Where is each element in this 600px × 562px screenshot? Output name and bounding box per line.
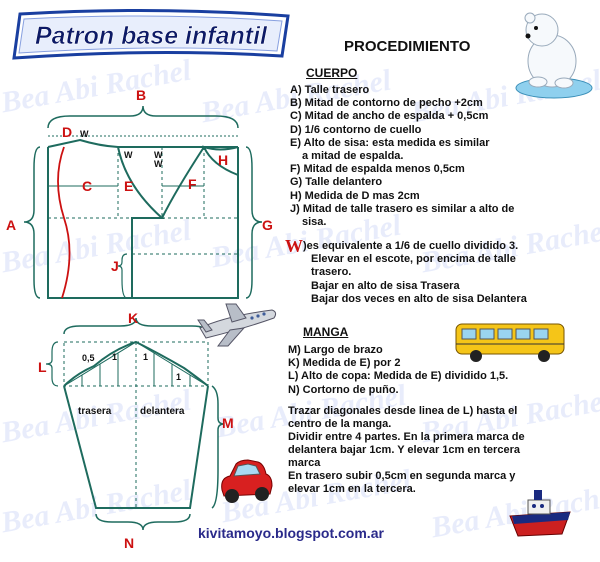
step-item: K) Medida de E) por 2 — [288, 357, 401, 370]
brace-b — [47, 105, 239, 129]
instruction-line: elevar 1cm en la tercera. — [288, 483, 416, 495]
label-g: G — [262, 217, 273, 233]
bodice-outline — [47, 138, 239, 299]
step-item: C) Mitad de ancho de espalda + 0,5cm — [290, 110, 489, 123]
brace-l — [45, 341, 59, 387]
step-item: M) Largo de brazo — [288, 344, 383, 356]
label-b: B — [136, 87, 146, 103]
brace-n — [95, 513, 191, 531]
instruction-line: En trasero subir 0,5cm en segunda marca … — [288, 470, 516, 482]
airplane-icon — [197, 303, 277, 347]
brace-j — [117, 253, 128, 299]
instruction-line: Dividir entre 4 partes. En la primera ma… — [288, 431, 525, 443]
label-l: L — [38, 359, 47, 375]
brace-g — [245, 146, 263, 299]
step-item: Elevar en el escote, por encima de talle — [311, 253, 516, 266]
label-delantera: delantera — [140, 406, 185, 417]
sleeve-marks: 0,5 1 1 1 — [82, 352, 181, 382]
w-mark-neck: W — [80, 129, 89, 139]
label-c: C — [82, 178, 92, 194]
w-mark-front-2: W — [154, 159, 163, 169]
page-title: Patron base infantil — [35, 22, 268, 50]
polar-bear-icon — [515, 12, 593, 99]
label-e: E — [124, 178, 133, 194]
bodice-labels: A B C D E F G H J — [6, 87, 273, 274]
boat-icon — [509, 490, 571, 537]
instruction-line: Trazar diagonales desde linea de L) hast… — [288, 405, 518, 417]
brace-m — [211, 385, 225, 509]
cuerpo-heading: CUERPO — [306, 66, 358, 80]
mark-one: 1 — [112, 352, 117, 362]
step-item: L) Alto de copa: Medida de E) dividido 1… — [288, 370, 509, 383]
step-item: N) Cortorno de puño. — [288, 383, 399, 396]
label-k: K — [128, 310, 138, 326]
step-item: B) Mitad de contorno de pecho +2cm — [290, 97, 483, 110]
manga-heading: MANGA — [303, 325, 349, 339]
instruction-line: centro de la manga. — [288, 418, 392, 430]
brace-k — [63, 317, 209, 335]
step-item: J) Mitad de talle trasero es similar a a… — [290, 202, 515, 215]
instruction-line: marca — [288, 457, 321, 469]
w-mark-front: W — [154, 150, 163, 160]
step-item: H) Medida de D mas 2cm — [290, 189, 420, 202]
sleeve-guides — [63, 341, 209, 508]
mark-one: 1 — [143, 352, 148, 362]
dimension-lines — [48, 135, 238, 254]
label-f: F — [188, 176, 197, 192]
step-item: G) Talle delantero — [290, 176, 383, 189]
label-h: H — [218, 152, 228, 168]
step-item: sisa. — [302, 216, 327, 229]
sleeve-labels: K L M N — [38, 310, 234, 551]
step-item: E) Alto de sisa: esta medida es similar — [290, 136, 490, 149]
cuerpo-steps: A) Talle trasero B) Mitad de contorno de… — [290, 84, 514, 229]
manga-steps: M) Largo de brazo K) Medida de E) por 2 … — [288, 344, 508, 397]
manga-instructions: Trazar diagonales desde linea de L) hast… — [288, 405, 525, 496]
w-marks: W W W W — [80, 129, 163, 169]
step-item: A) Talle trasero — [290, 84, 370, 96]
instruction-line: delantera bajar 1cm. Y elevar 1cm en ter… — [288, 444, 520, 456]
w-steps: )es equivalente a 1/6 de cuello dividido… — [303, 240, 527, 306]
title-banner: Patron base infantil — [12, 8, 290, 60]
sleeve-part-labels: trasera delantera — [78, 406, 185, 417]
car-icon — [221, 459, 273, 503]
blog-url: kivitamoyo.blogspot.com.ar — [198, 525, 384, 541]
brace-a — [23, 146, 41, 299]
label-m: M — [222, 415, 234, 431]
label-j: J — [111, 258, 119, 274]
label-trasera: trasera — [78, 406, 112, 417]
school-bus-icon — [455, 323, 565, 362]
step-item: a mitad de espalda. — [302, 150, 404, 163]
label-n: N — [124, 535, 134, 551]
procedure-heading: PROCEDIMIENTO — [344, 38, 471, 55]
w-symbol: W — [285, 236, 303, 256]
bodice-guides — [48, 147, 238, 255]
step-item: )es equivalente a 1/6 de cuello dividido… — [303, 240, 519, 252]
mark-half: 0,5 — [82, 353, 95, 363]
step-item: Bajar dos veces en alto de sisa Delanter… — [311, 292, 527, 305]
step-item: D) 1/6 contorno de cuello — [290, 123, 422, 136]
step-item: Bajar en alto de sisa Trasera — [311, 279, 460, 292]
label-d: D — [62, 124, 72, 140]
step-item: trasero. — [311, 266, 352, 279]
mark-one: 1 — [176, 372, 181, 382]
w-mark-back: W — [124, 150, 133, 160]
back-length-curve — [57, 146, 71, 299]
step-item: F) Mitad de espalda menos 0,5cm — [290, 163, 465, 176]
label-a: A — [6, 217, 16, 233]
